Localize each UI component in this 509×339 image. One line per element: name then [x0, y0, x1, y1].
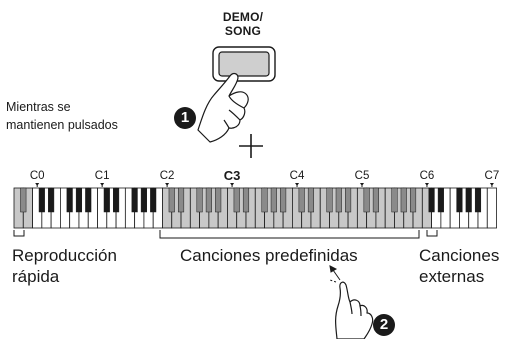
black-key [242, 187, 250, 213]
label-external-songs: Canciones externas [419, 246, 500, 286]
black-key [75, 187, 83, 213]
bracket-preset-songs [159, 230, 420, 239]
black-key [261, 187, 268, 213]
black-key [233, 187, 240, 213]
black-key [465, 187, 472, 213]
octave-marker-arrow [360, 183, 364, 186]
octave-marker-arrow [230, 183, 235, 186]
black-key [391, 187, 398, 213]
black-key [48, 187, 55, 213]
octave-label-c3: C3 [223, 168, 241, 183]
black-key [474, 187, 482, 213]
black-key [131, 187, 138, 213]
black-key [113, 187, 120, 213]
step-1-marker [174, 107, 196, 129]
touch-indicator-icon [329, 265, 341, 283]
pointing-hand-icon [335, 281, 374, 339]
pressing-hand-icon [197, 72, 249, 143]
black-key [168, 187, 175, 213]
black-key [280, 187, 287, 213]
step-2-marker [373, 314, 395, 336]
black-key [428, 187, 435, 213]
black-key [20, 187, 27, 213]
octave-label-c1: C1 [94, 170, 110, 182]
label-quick-playback: Reproducción rápida [12, 246, 117, 286]
octave-marker-arrow [100, 183, 105, 186]
octave-label-c7: C7 [484, 170, 500, 182]
black-key [345, 187, 352, 213]
black-key [298, 187, 305, 213]
octave-marker-arrow [165, 183, 170, 186]
keyboard [13, 183, 497, 229]
octave-marker-arrow [35, 183, 40, 186]
black-key [38, 187, 45, 213]
octave-label-c2: C2 [159, 170, 175, 182]
black-key [85, 187, 92, 213]
black-key [140, 187, 147, 213]
black-key [437, 187, 444, 213]
black-key [335, 187, 342, 213]
step-2-number: 2 [379, 316, 389, 333]
octave-label-c4: C4 [289, 170, 305, 182]
octave-marker-arrow [424, 183, 429, 186]
black-key [205, 187, 212, 213]
bracket-quick-playback [13, 230, 25, 237]
black-key [326, 187, 333, 213]
plus-sign-icon [239, 134, 263, 158]
black-key [177, 187, 185, 213]
white-key [486, 187, 497, 229]
black-key [456, 187, 463, 213]
black-key [215, 187, 222, 213]
octave-marker-arrow [295, 183, 300, 186]
black-key [400, 187, 407, 213]
hold-instruction: Mientras se mantienen pulsados [6, 100, 118, 132]
demo-song-button-label: DEMO/ SONG [222, 10, 264, 38]
black-key [196, 187, 203, 213]
step-1-number: 1 [180, 109, 190, 126]
octave-marker-arrow [489, 183, 494, 186]
black-key [372, 187, 379, 213]
octave-label-c0: C0 [29, 170, 45, 182]
label-preset-songs: Canciones predefinidas [180, 246, 358, 265]
black-key [270, 187, 277, 213]
black-key [103, 187, 110, 213]
bracket-external-songs [426, 230, 438, 237]
black-key [150, 187, 157, 213]
octave-label-c6: C6 [419, 170, 435, 182]
black-key [363, 187, 370, 213]
range-brackets [13, 230, 438, 239]
demo-song-button[interactable] [212, 46, 276, 82]
black-key [409, 187, 417, 213]
black-key [66, 187, 73, 213]
octave-label-c5: C5 [354, 170, 370, 182]
black-key [307, 187, 315, 213]
